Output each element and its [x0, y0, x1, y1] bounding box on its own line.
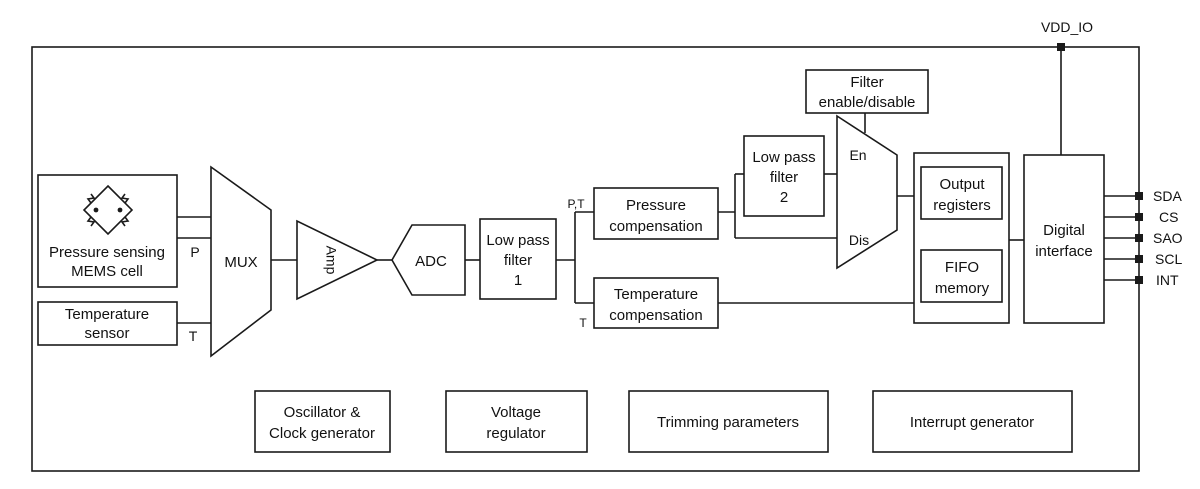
t-signal-label: T: [189, 328, 198, 344]
filter-enable-label-line2: enable/disable: [819, 94, 916, 111]
sensor-mux-wires: P T: [177, 216, 211, 344]
lpf2-label-line1: Low pass: [752, 149, 815, 166]
output-registers-label-line2: registers: [933, 197, 991, 214]
pin-scl-label: SCL: [1155, 251, 1182, 267]
interrupt-generator-label: Interrupt generator: [910, 414, 1034, 431]
p-signal-label: P: [190, 244, 199, 260]
filter-enable-block: Filter enable/disable: [805, 69, 929, 114]
lpf2-block: Low pass filter 2: [743, 135, 825, 217]
pin-int: INT: [1104, 272, 1179, 288]
pin-cs: CS: [1104, 209, 1178, 225]
output-registers-block: Output registers: [920, 166, 1003, 220]
interrupt-generator-block: Interrupt generator: [872, 390, 1073, 453]
digital-interface-block: Digital interface: [1023, 154, 1105, 324]
lpf2-label-line2: filter: [770, 169, 798, 186]
pressure-compensation-block: Pressure compensation: [593, 187, 719, 240]
pressure-sensor-label-line1: Pressure sensing: [49, 244, 165, 261]
digital-interface-label-line1: Digital: [1043, 222, 1085, 239]
vdd-io-pin: VDD_IO: [1041, 19, 1093, 155]
digital-interface-label-line2: interface: [1035, 243, 1093, 260]
pressure-sensor-label-line2: MEMS cell: [71, 263, 143, 280]
trimming-block: Trimming parameters: [628, 390, 829, 453]
oscillator-block: Oscillator & Clock generator: [254, 390, 391, 453]
filter-mux-block: En Dis: [836, 114, 898, 270]
oscillator-label-line1: Oscillator &: [284, 404, 361, 421]
wheatstone-bridge-icon: [82, 184, 134, 236]
pressure-sensor-block: Pressure sensing MEMS cell: [37, 174, 178, 288]
pressure-comp-label-line1: Pressure: [626, 197, 686, 214]
temperature-sensor-label-line2: sensor: [84, 325, 129, 342]
filter-enable-label-line1: Filter: [850, 74, 883, 91]
oscillator-label-line2: Clock generator: [269, 425, 375, 442]
mux-label: MUX: [224, 254, 257, 271]
lpf1-split-wires: P,T T: [556, 197, 594, 330]
voltage-regulator-label-line1: Voltage: [491, 404, 541, 421]
amp-label: Amp: [323, 246, 339, 275]
pressure-comp-wires: [718, 173, 837, 239]
trimming-label: Trimming parameters: [657, 414, 799, 431]
pin-sao: SAO: [1104, 230, 1183, 246]
amp-block: Amp: [296, 219, 379, 301]
temperature-comp-label-line2: compensation: [609, 307, 702, 324]
lpf2-label-line3: 2: [780, 189, 788, 206]
pin-scl: SCL: [1104, 251, 1182, 267]
temperature-compensation-block: Temperature compensation: [593, 277, 719, 329]
temperature-sensor-block: Temperature sensor: [37, 301, 178, 346]
data-storage-container: Output registers FIFO memory: [913, 152, 1010, 324]
fifo-label-line2: memory: [935, 280, 990, 297]
dis-label: Dis: [849, 232, 869, 248]
pin-sda: SDA: [1104, 188, 1182, 204]
lpf1-block: Low pass filter 1: [479, 218, 557, 300]
output-registers-label-line1: Output: [939, 176, 985, 193]
mux-block: MUX: [210, 165, 272, 358]
temperature-comp-label-line1: Temperature: [614, 286, 698, 303]
lpf1-label-line3: 1: [514, 272, 522, 289]
pin-int-label: INT: [1156, 272, 1179, 288]
voltage-regulator-label-line2: regulator: [486, 425, 545, 442]
fifo-label-line1: FIFO: [945, 259, 979, 276]
temperature-sensor-label-line1: Temperature: [65, 306, 149, 323]
en-label: En: [849, 147, 866, 163]
lpf1-label-line2: filter: [504, 252, 532, 269]
adc-label: ADC: [415, 253, 447, 270]
pin-sao-label: SAO: [1153, 230, 1183, 246]
vdd-io-label: VDD_IO: [1041, 19, 1093, 35]
pin-cs-label: CS: [1159, 209, 1178, 225]
lpf1-label-line1: Low pass: [486, 232, 549, 249]
t-branch-label: T: [579, 316, 587, 330]
pin-sda-label: SDA: [1153, 188, 1182, 204]
fifo-memory-block: FIFO memory: [920, 249, 1003, 303]
pressure-comp-label-line2: compensation: [609, 218, 702, 235]
voltage-regulator-block: Voltage regulator: [445, 390, 588, 453]
pt-signal-label: P,T: [567, 197, 585, 211]
adc-block: ADC: [391, 224, 466, 296]
